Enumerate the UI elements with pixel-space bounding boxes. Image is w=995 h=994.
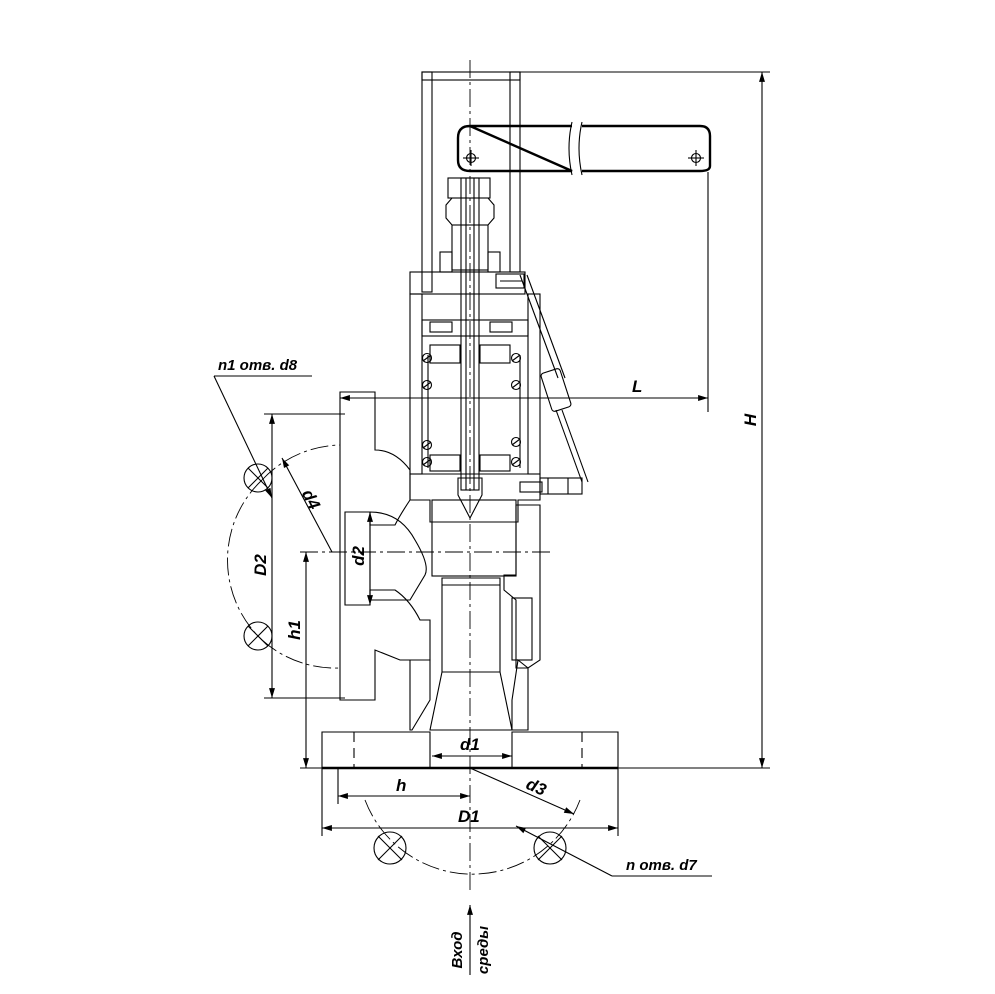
- dimension-labels: H L D2 d4 d2 h1 d1 h d3 D1 n1 отв. d8 n …: [218, 357, 760, 974]
- spring-coil-icon: [510, 379, 522, 391]
- center-lines: [227, 60, 581, 890]
- label-d1: d1: [460, 735, 480, 754]
- label-D1: D1: [458, 807, 480, 826]
- label-d3: d3: [523, 774, 549, 800]
- bolt-hole-icon: [243, 621, 273, 651]
- lever-handle: [456, 121, 712, 176]
- spring-coil-icon: [421, 379, 433, 391]
- test-lever-link: [495, 273, 589, 495]
- label-d2: d2: [349, 546, 368, 566]
- label-n1-holes: n1 отв. d8: [218, 357, 298, 374]
- dimension-lines: [213, 72, 770, 975]
- bolt-hole-icon: [533, 831, 567, 865]
- label-n-holes: n отв. d7: [626, 857, 697, 874]
- spring-coil-icon: [421, 352, 433, 364]
- label-inlet-line1: Вход: [449, 931, 466, 968]
- bolt-hole-icon: [373, 831, 407, 865]
- label-L: L: [632, 377, 642, 396]
- label-h: h: [396, 776, 406, 795]
- spring-housing: [409, 271, 541, 475]
- label-inlet-line2: среды: [475, 926, 492, 974]
- label-h1: h1: [285, 620, 304, 640]
- label-H: H: [741, 413, 760, 426]
- label-D2: D2: [251, 554, 270, 576]
- spring-coil-icon: [510, 436, 522, 448]
- spring-coil-icon: [421, 439, 433, 451]
- spring-coil-icon: [510, 456, 522, 468]
- spring-coil-icon: [421, 456, 433, 468]
- spring-coil-icon: [510, 352, 522, 364]
- label-d4: d4: [298, 486, 324, 513]
